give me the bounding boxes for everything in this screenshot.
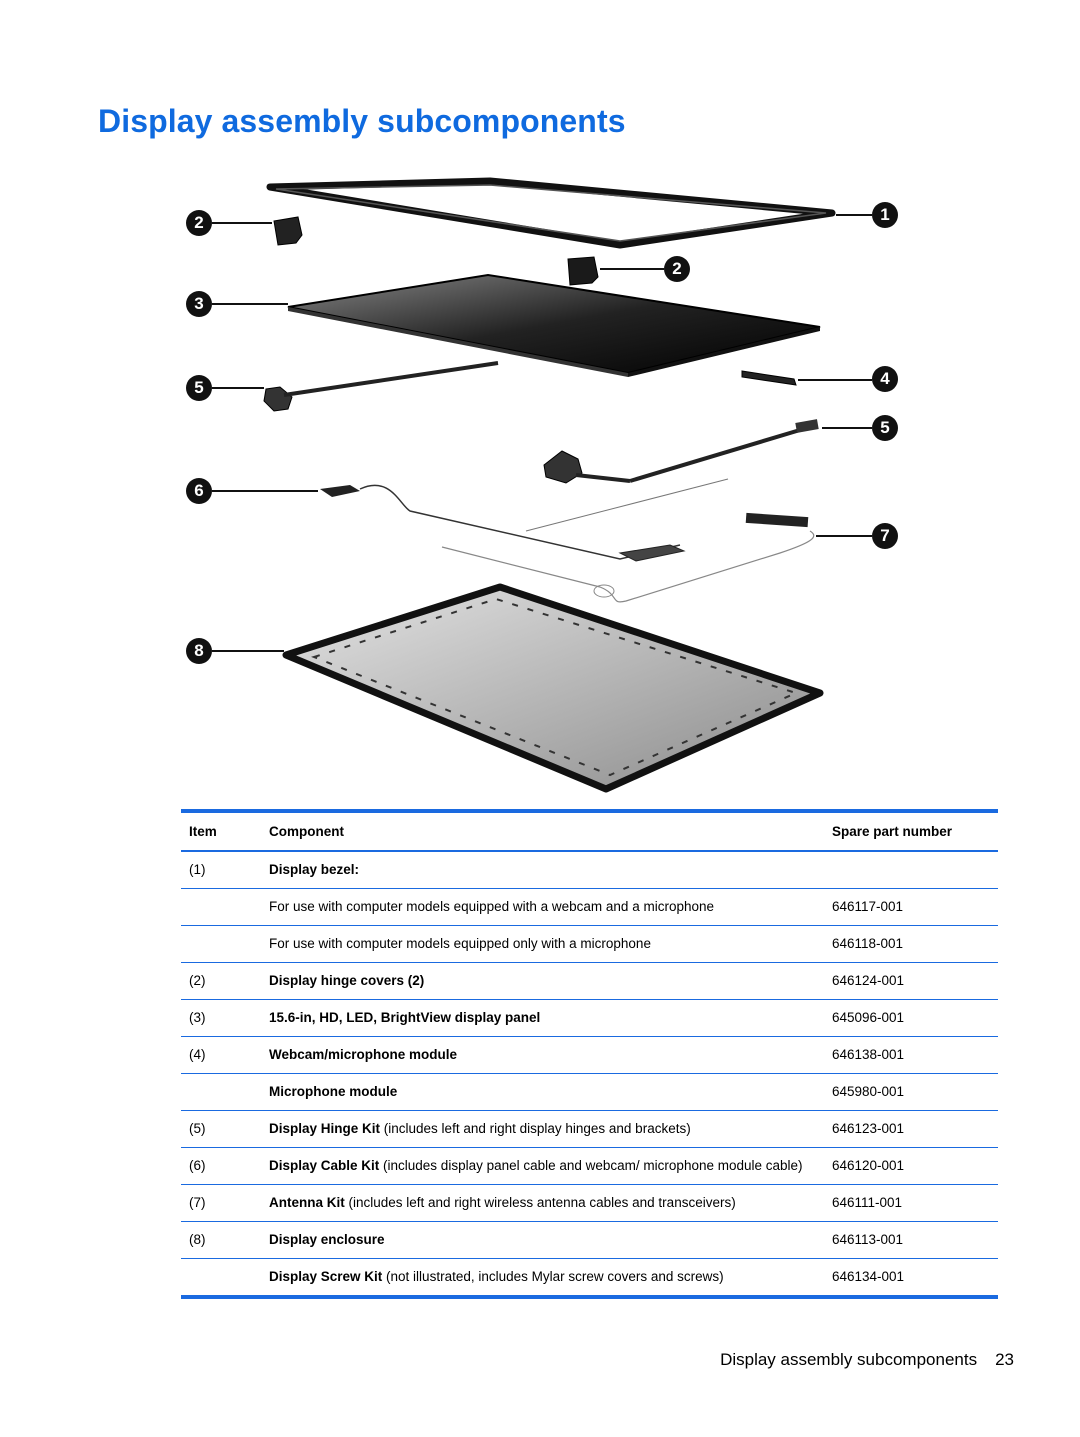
row-spare-part-number: 646134-001 (832, 1269, 905, 1284)
row-item-number: (4) (189, 1047, 206, 1062)
header-item: Item (189, 824, 217, 839)
hinge-cover-part-left (273, 216, 303, 246)
row-item-number (181, 1074, 261, 1111)
callout-badge-5: 5 (186, 375, 212, 401)
row-spare-part-number: 646117-001 (832, 899, 904, 914)
hinge-cover-part-right (567, 256, 599, 286)
row-spare-part-number: 646124-001 (832, 973, 905, 988)
component-name: Webcam/microphone module (269, 1047, 458, 1062)
row-spare-part-number: 645096-001 (832, 1010, 905, 1025)
row-spare-part-number (824, 851, 998, 889)
row-component: 15.6-in, HD, LED, BrightView display pan… (261, 1000, 824, 1037)
row-item-number: (3) (189, 1010, 206, 1025)
antenna-kit-part (441, 478, 815, 603)
row-item-number: (6) (189, 1158, 206, 1173)
row-spare-part-number: 645980-001 (832, 1084, 905, 1099)
row-item-number (181, 889, 261, 926)
component-name: Display Screw Kit (269, 1269, 383, 1284)
table-row: (2) Display hinge covers (2) 646124-001 (181, 963, 998, 1000)
row-component: Webcam/microphone module (261, 1037, 824, 1074)
display-enclosure-part (282, 583, 824, 793)
callout-badge-1: 1 (872, 202, 898, 228)
callout-badge-6: 6 (186, 478, 212, 504)
component-name: Display bezel: (269, 862, 360, 877)
component-description: For use with computer models equipped wi… (269, 899, 714, 914)
component-description: (includes display panel cable and webcam… (379, 1158, 803, 1173)
spare-parts-table: Item Component Spare part number (1) Disp… (181, 809, 998, 1299)
table-row: (5) Display Hinge Kit (includes left and … (181, 1111, 998, 1148)
component-description: (includes left and right display hinges … (380, 1121, 691, 1136)
callout-badge-4: 4 (872, 366, 898, 392)
display-panel-part (287, 273, 821, 377)
table-header-row: Item Component Spare part number (181, 811, 998, 851)
row-item-number: (8) (189, 1232, 206, 1247)
page-number: 23 (995, 1350, 1014, 1369)
exploded-view-drawing (263, 177, 836, 793)
row-component: Antenna Kit (includes left and right wir… (261, 1185, 824, 1222)
row-component: Display Screw Kit (not illustrated, incl… (261, 1259, 824, 1298)
row-spare-part-number: 646123-001 (832, 1121, 905, 1136)
table-row: For use with computer models equipped on… (181, 926, 998, 963)
table-row: (6) Display Cable Kit (includes display p… (181, 1148, 998, 1185)
component-name: Display Hinge Kit (269, 1121, 381, 1136)
component-name: Microphone module (269, 1084, 398, 1099)
table-row: Microphone module 645980-001 (181, 1074, 998, 1111)
display-hinge-left-part (263, 361, 499, 412)
row-item-number: (1) (189, 862, 206, 877)
row-component: Display Cable Kit (includes display pane… (261, 1148, 824, 1185)
component-name: 15.6-in, HD, LED, BrightView display pan… (269, 1010, 541, 1025)
component-name: Display Cable Kit (269, 1158, 380, 1173)
display-cable-part (320, 484, 686, 562)
component-name: Display hinge covers (2) (269, 973, 425, 988)
row-spare-part-number: 646118-001 (832, 936, 904, 951)
row-spare-part-number: 646113-001 (832, 1232, 904, 1247)
row-item-number (181, 1259, 261, 1298)
component-description: For use with computer models equipped on… (269, 936, 651, 951)
row-component: Display bezel: (261, 851, 824, 889)
component-name: Antenna Kit (269, 1195, 345, 1210)
row-component: Display hinge covers (2) (261, 963, 824, 1000)
table-row: Display Screw Kit (not illustrated, incl… (181, 1259, 998, 1298)
row-component: Display Hinge Kit (includes left and rig… (261, 1111, 824, 1148)
webcam-module-part (741, 370, 797, 386)
footer-section-title: Display assembly subcomponents (720, 1350, 978, 1369)
table-row: (7) Antenna Kit (includes left and right … (181, 1185, 998, 1222)
table-row: (8) Display enclosure 646113-001 (181, 1222, 998, 1259)
row-component: Display enclosure (261, 1222, 824, 1259)
component-description: (includes left and right wireless antenn… (344, 1195, 736, 1210)
row-component: For use with computer models equipped wi… (261, 889, 824, 926)
callout-badge-7: 7 (872, 523, 898, 549)
row-spare-part-number: 646138-001 (832, 1047, 905, 1062)
row-item-number: (2) (189, 973, 206, 988)
header-component: Component (269, 824, 344, 839)
header-spare-part-number: Spare part number (832, 824, 953, 839)
display-bezel-part (266, 177, 836, 249)
row-component: Microphone module (261, 1074, 824, 1111)
row-spare-part-number: 646120-001 (832, 1158, 905, 1173)
callout-badge-2: 2 (186, 210, 212, 236)
callout-badge-2: 2 (664, 256, 690, 282)
row-spare-part-number: 646111-001 (832, 1195, 903, 1210)
row-item-number (181, 926, 261, 963)
table-row: (3) 15.6-in, HD, LED, BrightView display … (181, 1000, 998, 1037)
callout-badge-3: 3 (186, 291, 212, 317)
callout-badge-5: 5 (872, 415, 898, 441)
page-footer: Display assembly subcomponents 23 (720, 1350, 1014, 1370)
component-description: (not illustrated, includes Mylar screw c… (382, 1269, 724, 1284)
table-row: (1) Display bezel: (181, 851, 998, 889)
row-item-number: (5) (189, 1121, 206, 1136)
row-component: For use with computer models equipped on… (261, 926, 824, 963)
callout-badge-8: 8 (186, 638, 212, 664)
exploded-view-illustration: 1 2 2 3 4 5 5 6 7 8 (180, 175, 920, 805)
component-name: Display enclosure (269, 1232, 385, 1247)
table-row: For use with computer models equipped wi… (181, 889, 998, 926)
page-title: Display assembly subcomponents (98, 103, 626, 139)
display-hinge-right-part (543, 419, 819, 484)
row-item-number: (7) (189, 1195, 206, 1210)
table-row: (4) Webcam/microphone module 646138-001 (181, 1037, 998, 1074)
